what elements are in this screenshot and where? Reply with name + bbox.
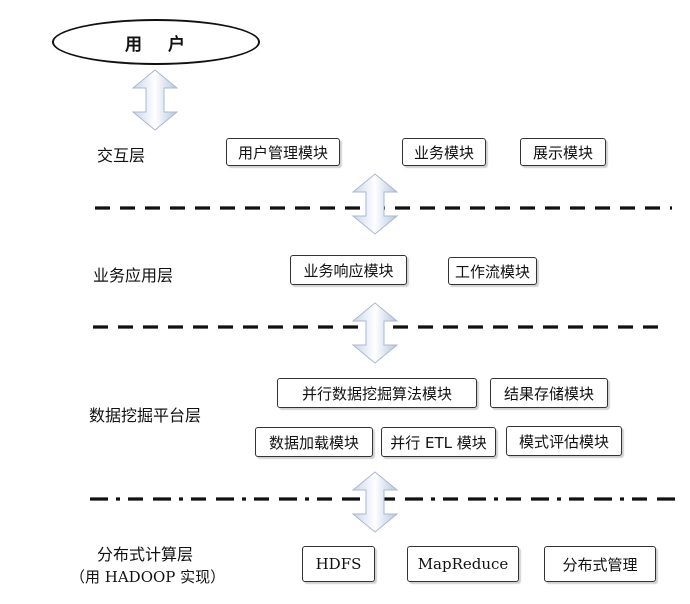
module-business-response: 业务响应模块 — [290, 255, 407, 285]
layer-label-distributed: 分布式计算层 — [97, 545, 194, 564]
module-parallel-mining-algorithm: 并行数据挖掘算法模块 — [277, 378, 477, 408]
double-arrow-icon — [351, 471, 399, 533]
module-user-management: 用户管理模块 — [226, 138, 340, 166]
module-workflow: 工作流模块 — [448, 257, 537, 285]
module-parallel-etl: 并行 ETL 模块 — [381, 427, 496, 457]
module-result-storage: 结果存储模块 — [490, 378, 608, 408]
double-arrow-icon — [351, 173, 399, 235]
layer-label-business: 业务应用层 — [93, 266, 174, 285]
double-arrow-icon — [351, 302, 399, 364]
double-arrow-icon — [131, 69, 179, 131]
module-data-loading: 数据加载模块 — [255, 427, 373, 457]
user-node: 用 户 — [52, 19, 260, 65]
module-business: 业务模块 — [402, 138, 486, 166]
layer-label-interaction: 交互层 — [97, 146, 146, 165]
module-distributed-management: 分布式管理 — [544, 546, 656, 582]
layer-label-mining: 数据挖掘平台层 — [89, 406, 202, 425]
module-display: 展示模块 — [520, 138, 606, 166]
module-mapreduce: MapReduce — [407, 546, 519, 582]
module-pattern-evaluation: 模式评估模块 — [506, 426, 622, 456]
layer-sublabel-hadoop: （用 HADOOP 实现） — [70, 568, 226, 586]
module-hdfs: HDFS — [302, 546, 375, 582]
